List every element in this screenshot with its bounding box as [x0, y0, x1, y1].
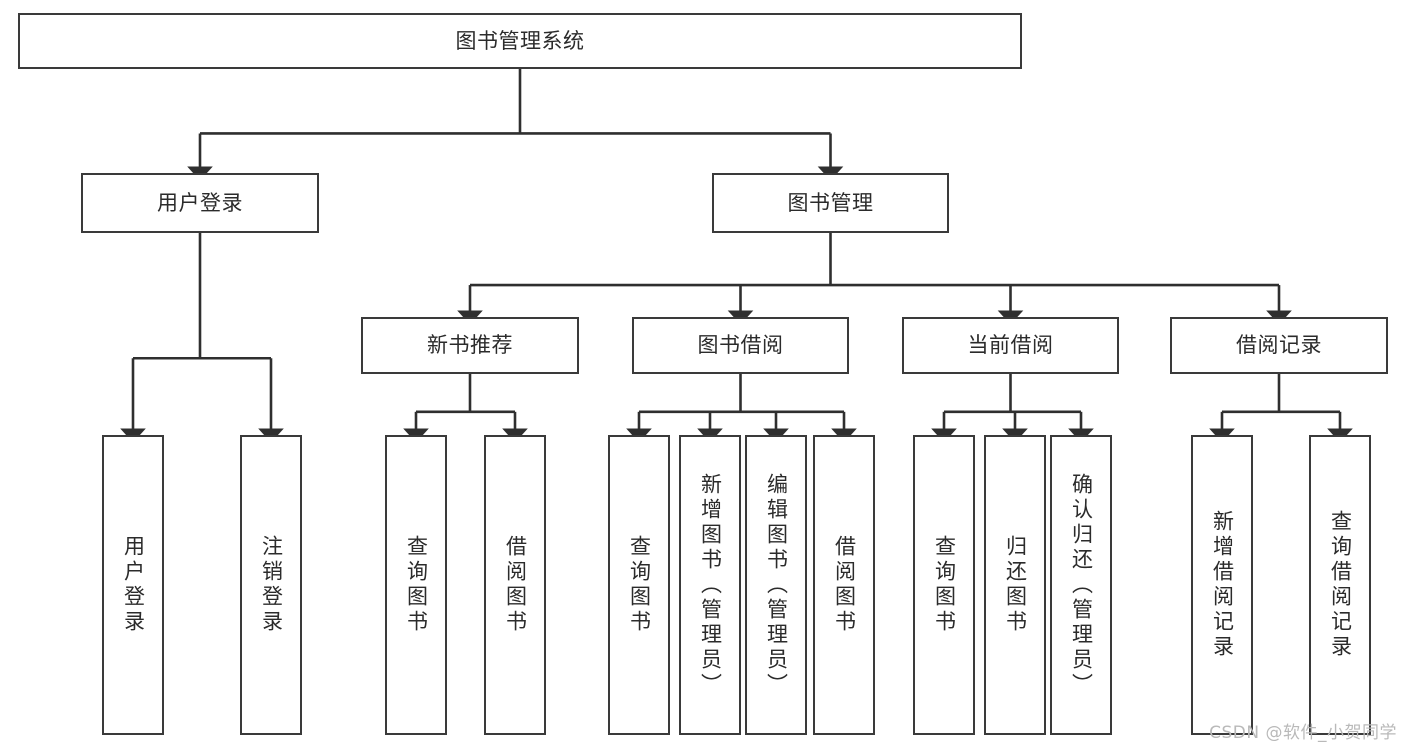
node-label: 用户登录: [121, 535, 146, 635]
node-label: 图书管理: [787, 190, 874, 215]
node-label: 查询图书: [932, 535, 957, 635]
node-label: 归还图书: [1003, 535, 1028, 635]
node-label: 借阅图书: [832, 535, 857, 635]
node-label: 借阅图书: [503, 535, 528, 635]
node-label: 新增图书（管理员）: [698, 472, 723, 698]
node-leaf-login-1[interactable]: 用户登录: [102, 435, 164, 735]
node-leaf-cur-3[interactable]: 确认归还（管理员）: [1050, 435, 1112, 735]
node-label: 编辑图书（管理员）: [764, 472, 789, 698]
node-leaf-bor-1[interactable]: 查询图书: [608, 435, 670, 735]
node-label: 查询借阅记录: [1328, 510, 1353, 660]
node-borrow[interactable]: 图书借阅: [632, 317, 849, 374]
node-leaf-new-2[interactable]: 借阅图书: [484, 435, 546, 735]
node-login[interactable]: 用户登录: [81, 173, 319, 233]
node-root[interactable]: 图书管理系统: [18, 13, 1022, 69]
node-bookmgmt[interactable]: 图书管理: [712, 173, 949, 233]
node-label: 图书借阅: [697, 333, 784, 358]
node-leaf-cur-1[interactable]: 查询图书: [913, 435, 975, 735]
node-label: 图书管理系统: [455, 28, 585, 53]
node-label: 查询图书: [627, 535, 652, 635]
node-newbook[interactable]: 新书推荐: [361, 317, 579, 374]
node-leaf-bor-2[interactable]: 新增图书（管理员）: [679, 435, 741, 735]
node-label: 确认归还（管理员）: [1069, 472, 1094, 698]
node-leaf-rec-1[interactable]: 新增借阅记录: [1191, 435, 1253, 735]
node-label: 新书推荐: [427, 333, 513, 358]
node-leaf-login-2[interactable]: 注销登录: [240, 435, 302, 735]
node-leaf-cur-2[interactable]: 归还图书: [984, 435, 1046, 735]
node-label: 新增借阅记录: [1210, 510, 1235, 660]
node-records[interactable]: 借阅记录: [1170, 317, 1388, 374]
node-leaf-bor-3[interactable]: 编辑图书（管理员）: [745, 435, 807, 735]
node-label: 当前借阅: [967, 333, 1054, 358]
node-current[interactable]: 当前借阅: [902, 317, 1119, 374]
node-leaf-rec-2[interactable]: 查询借阅记录: [1309, 435, 1371, 735]
node-leaf-new-1[interactable]: 查询图书: [385, 435, 447, 735]
node-label: 注销登录: [259, 535, 284, 635]
node-label: 用户登录: [157, 190, 243, 215]
node-label: 查询图书: [404, 535, 429, 635]
node-label: 借阅记录: [1236, 333, 1322, 358]
csdn-watermark: CSDN @软件_小贺同学: [1209, 723, 1397, 743]
node-leaf-bor-4[interactable]: 借阅图书: [813, 435, 875, 735]
